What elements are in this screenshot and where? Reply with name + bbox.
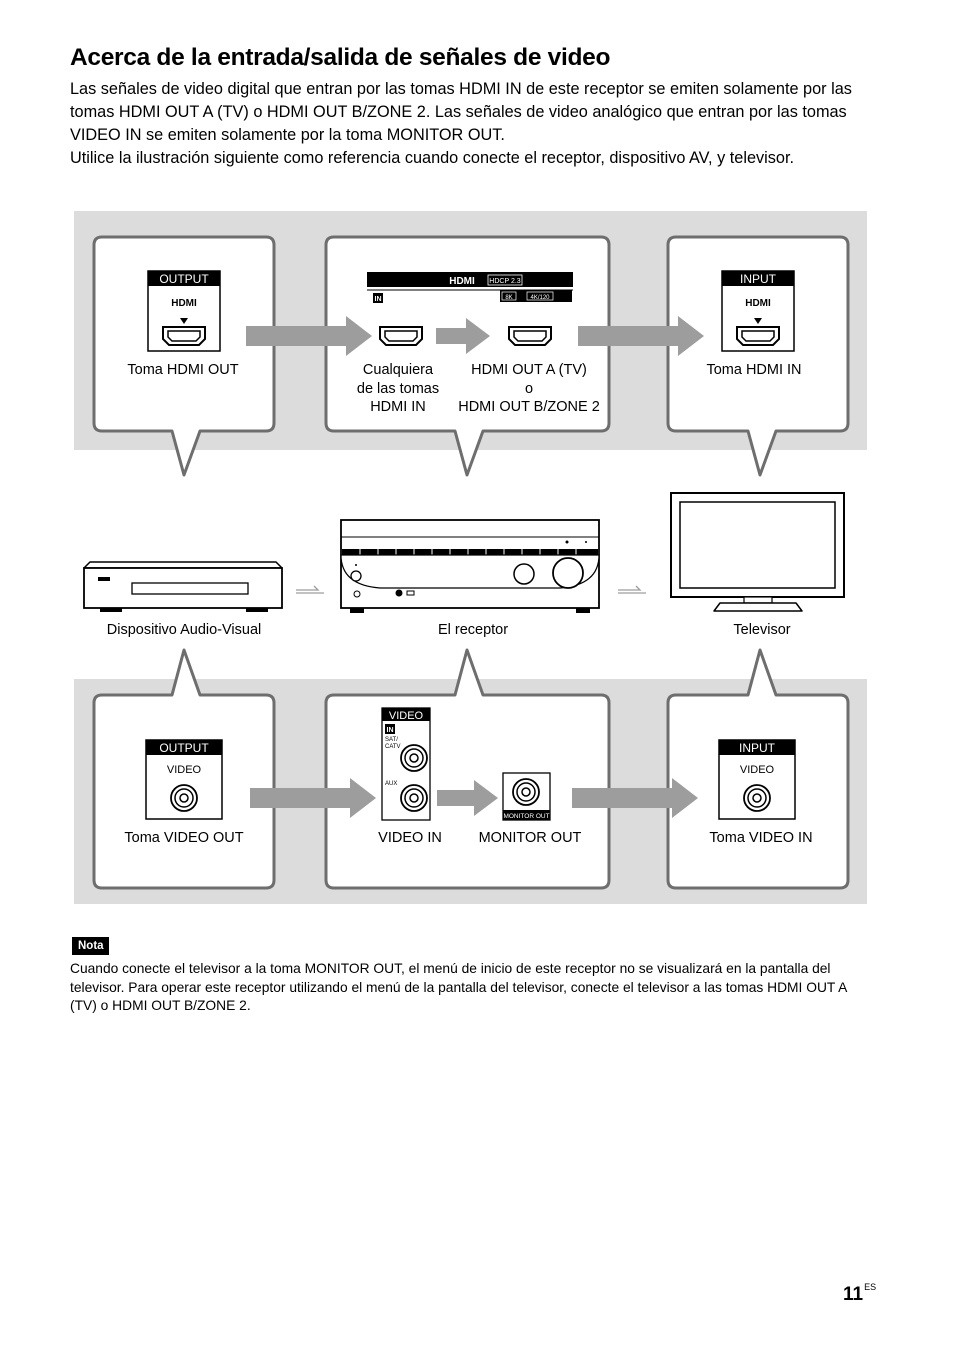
aux-label: AUX — [385, 781, 397, 787]
page-title: Acerca de la entrada/salida de señales d… — [70, 44, 611, 71]
video-panel-badge: VIDEO — [389, 710, 424, 722]
video-jack-label: VIDEO — [167, 764, 202, 776]
any-hdmi-in-label-3: HDMI IN — [370, 399, 426, 415]
sat-label-1: SAT/ — [385, 737, 398, 743]
video-output-jack: OUTPUT VIDEO — [145, 739, 223, 820]
arrow-right-icon — [436, 318, 490, 354]
sat-label-2: CATV — [385, 744, 401, 750]
note-badge: Nota — [72, 937, 109, 955]
output-badge: OUTPUT — [159, 272, 209, 286]
hdcp-label: HDCP 2.3 — [489, 278, 520, 285]
output-badge: OUTPUT — [159, 741, 209, 755]
language-code: ES — [864, 1282, 877, 1292]
arrow-right-icon — [578, 316, 704, 356]
hdmi-jack-label: HDMI — [171, 298, 197, 309]
video-in-label: VIDEO IN — [378, 830, 442, 846]
note-text: Cuando conecte el televisor a la toma MO… — [70, 961, 847, 1013]
4k120-label: 4K/120 — [530, 295, 550, 301]
signal-arrow-icon — [618, 585, 646, 594]
video-output-label: Toma VIDEO OUT — [124, 830, 243, 846]
tv-label: Televisor — [733, 622, 790, 638]
video-in-tag: IN — [387, 727, 394, 734]
monitor-out-badge: MONITOR OUT — [503, 813, 549, 820]
receiver-icon — [340, 519, 600, 613]
page-number: 11ES — [843, 1282, 877, 1306]
av-device-icon — [83, 561, 283, 612]
signal-arrow-icon — [296, 585, 324, 594]
intro-text: Las señales de video digital que entran … — [70, 78, 880, 170]
page-number-value: 11 — [843, 1284, 864, 1305]
receiver-hdmi-panel: HDMI HDCP 2.3 IN 8K 4K/120 — [367, 272, 573, 346]
hdmi-input-callout — [666, 235, 850, 477]
video-input-label: Toma VIDEO IN — [709, 830, 812, 846]
monitor-out-label: MONITOR OUT — [479, 830, 582, 846]
video-input-jack: INPUT VIDEO — [718, 739, 796, 820]
hdmi-output-callout — [92, 235, 276, 477]
hdmi-out-label-2: o — [525, 381, 533, 397]
hdmi-output-label: Toma HDMI OUT — [127, 362, 238, 378]
receiver-label: El receptor — [438, 622, 508, 638]
arrow-right-icon — [437, 780, 498, 816]
hdmi-input-label: Toma HDMI IN — [706, 362, 801, 378]
tv-icon — [670, 492, 845, 612]
hdmi-out-label-3: HDMI OUT B/ZONE 2 — [458, 399, 600, 415]
video-jack-label: VIDEO — [740, 764, 775, 776]
receiver-monitor-out: MONITOR OUT — [502, 772, 551, 821]
input-badge: INPUT — [739, 741, 776, 755]
intro-paragraph-1: Las señales de video digital que entran … — [70, 80, 852, 144]
8k-label: 8K — [505, 295, 512, 301]
av-device-label: Dispositivo Audio-Visual — [107, 622, 261, 638]
arrow-right-icon — [250, 778, 376, 818]
hdmi-jack-label: HDMI — [745, 298, 771, 309]
hdmi-out-label-1: HDMI OUT A (TV) — [471, 362, 587, 378]
arrow-right-icon — [246, 316, 372, 356]
down-arrow-icon — [754, 318, 762, 324]
hdmi-input-jack: INPUT HDMI — [721, 270, 795, 352]
receiver-video-panel: VIDEO IN SAT/ CATV AUX — [381, 707, 431, 821]
any-hdmi-in-label-1: Cualquiera — [363, 362, 434, 378]
intro-paragraph-2: Utilice la ilustración siguiente como re… — [70, 149, 794, 167]
input-badge: INPUT — [740, 272, 777, 286]
receiver-hdmi-label: HDMI — [449, 276, 475, 287]
in-label: IN — [375, 296, 382, 303]
arrow-right-icon — [572, 778, 698, 818]
any-hdmi-in-label-2: de las tomas — [357, 381, 439, 397]
down-arrow-icon — [180, 318, 188, 324]
hdmi-output-jack: OUTPUT HDMI — [147, 270, 221, 352]
